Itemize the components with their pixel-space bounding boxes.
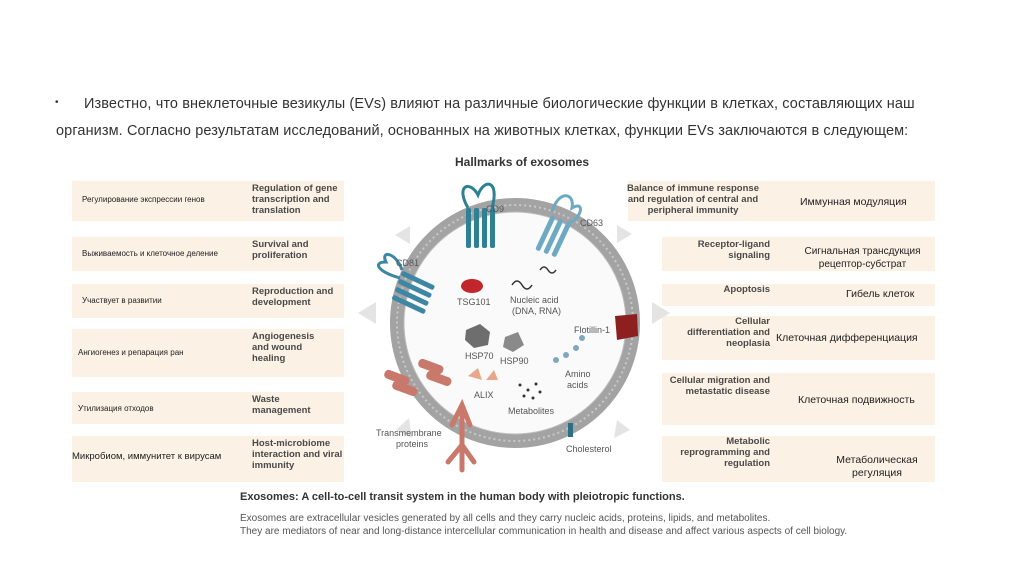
hsp90-shape [503,332,524,352]
amino-acids-label-2: acids [567,380,589,390]
vesicle-lumen [403,211,627,435]
left-row-5-en: Waste management [252,394,311,416]
caption-title: Exosomes: A cell-to-cell transit system … [240,491,685,503]
transmembrane-protein [384,358,452,397]
left-row-4-ru: Ангиогенез и репарация ран [78,348,184,357]
left-row-3-en: Reproduction and development [252,286,334,308]
cd9-protein [461,182,496,248]
arrow-right-bottom [614,420,630,438]
transmembrane-label-2: proteins [396,439,429,449]
left-row-4: Ангиогенез и репарация ран Angiogenesis … [72,329,344,377]
flotillin-shape [615,314,638,340]
nucleic-acid-label-2: (DNA, RNA) [512,306,561,316]
flotillin-label: Flotillin-1 [574,325,610,335]
bullet-icon: • [55,97,59,108]
right-row-4-ru: Клеточная дифференциация [776,332,918,344]
arrow-left-top [395,226,410,244]
right-row-2: Receptor-ligand signaling Сигнальная тра… [662,237,935,271]
right-row-3: Apoptosis Гибель клеток [662,284,935,306]
right-row-1-ru: Иммунная модуляция [800,196,907,208]
right-row-4-en: Cellular differentiation and neoplasia [687,316,770,349]
metabolites-icon [518,382,542,400]
left-row-2: Выживаемость и клеточное деление Surviva… [72,237,344,271]
metabolites-label: Metabolites [508,406,555,416]
caption-line-1: Exosomes are extracellular vesicles gene… [240,513,771,524]
caption-line-2: They are mediators of near and long-dist… [240,526,848,537]
left-row-6: Микробиом, иммунитет к вирусам Host-micr… [72,436,344,482]
cd81-label: CD81 [396,258,419,268]
receptor-shape [445,398,477,473]
right-row-6: Metabolic reprogramming and regulation М… [662,436,935,482]
left-row-5-ru: Утилизация отходов [78,404,154,413]
nucleic-acid-label: Nucleic acid [510,295,559,305]
alix-label: ALIX [474,390,494,400]
cd9-label: CD9 [486,204,504,214]
hsp70-shape [465,324,490,348]
right-row-5: Cellular migration and metastatic diseas… [662,373,935,425]
left-row-4-en: Angiogenesis and wound healing [252,331,315,364]
right-row-2-ru: Сигнальная трансдукция рецептор-субстрат [804,246,921,270]
hsp70-label: HSP70 [465,351,494,361]
intro-line-1: Известно, что внеклеточные везикулы (EVs… [84,96,915,112]
alix-shape [468,368,498,380]
cholesterol-label: Cholesterol [566,444,612,454]
left-row-1-ru: Регулирование экспрессии генов [82,195,205,204]
left-row-2-ru: Выживаемость и клеточное деление [82,249,218,258]
left-row-5: Утилизация отходов Waste management [72,392,344,424]
right-row-1-en: Balance of immune response and regulatio… [627,183,759,216]
caption-body: Exosomes are extracellular vesicles gene… [240,512,940,538]
right-row-6-ru: Метаболическая регуляция [836,454,918,479]
tsg101-shape [461,279,483,293]
transmembrane-label: Transmembrane [376,428,442,438]
left-row-6-en: Host-microbiome interaction and viral im… [252,438,343,471]
cd81-protein [376,253,435,314]
amino-acids-label: Amino [565,369,591,379]
left-row-6-ru: Микробиом, иммунитет к вирусам [72,451,222,462]
arrow-right-mid [652,302,670,324]
arrow-left-mid [358,302,376,324]
right-row-3-en: Apoptosis [723,284,770,295]
left-row-3-ru: Участвует в развитии [82,296,162,305]
left-row-2-en: Survival and proliferation [252,239,309,261]
right-row-1: Balance of immune response and regulatio… [627,181,935,221]
left-row-3: Участвует в развитии Reproduction and de… [72,284,344,318]
cd63-protein [535,194,582,257]
left-row-1-en: Regulation of gene transcription and tra… [252,183,338,216]
right-row-2-en: Receptor-ligand signaling [697,239,770,261]
right-row-6-en: Metabolic reprogramming and regulation [680,436,770,469]
right-row-3-ru: Гибель клеток [846,288,915,300]
right-row-4: Cellular differentiation and neoplasia К… [662,316,935,360]
intro-line-2: организм. Согласно результатам исследова… [56,123,909,139]
cd63-label: CD63 [580,218,603,228]
right-row-5-ru: Клеточная подвижность [798,394,915,406]
figure-title: Hallmarks of exosomes [455,155,590,169]
arrows [358,225,670,438]
right-row-5-en: Cellular migration and metastatic diseas… [669,375,770,397]
nucleic-acid-icon [511,266,557,290]
amino-acids-icon [553,335,585,363]
left-row-1: Регулирование экспрессии генов Regulatio… [72,181,344,221]
arrow-right-top [617,225,632,243]
tsg101-label: TSG101 [457,297,491,307]
hsp90-label: HSP90 [500,356,529,366]
arrow-left-bottom [396,418,412,438]
cholesterol-shape [568,423,573,437]
